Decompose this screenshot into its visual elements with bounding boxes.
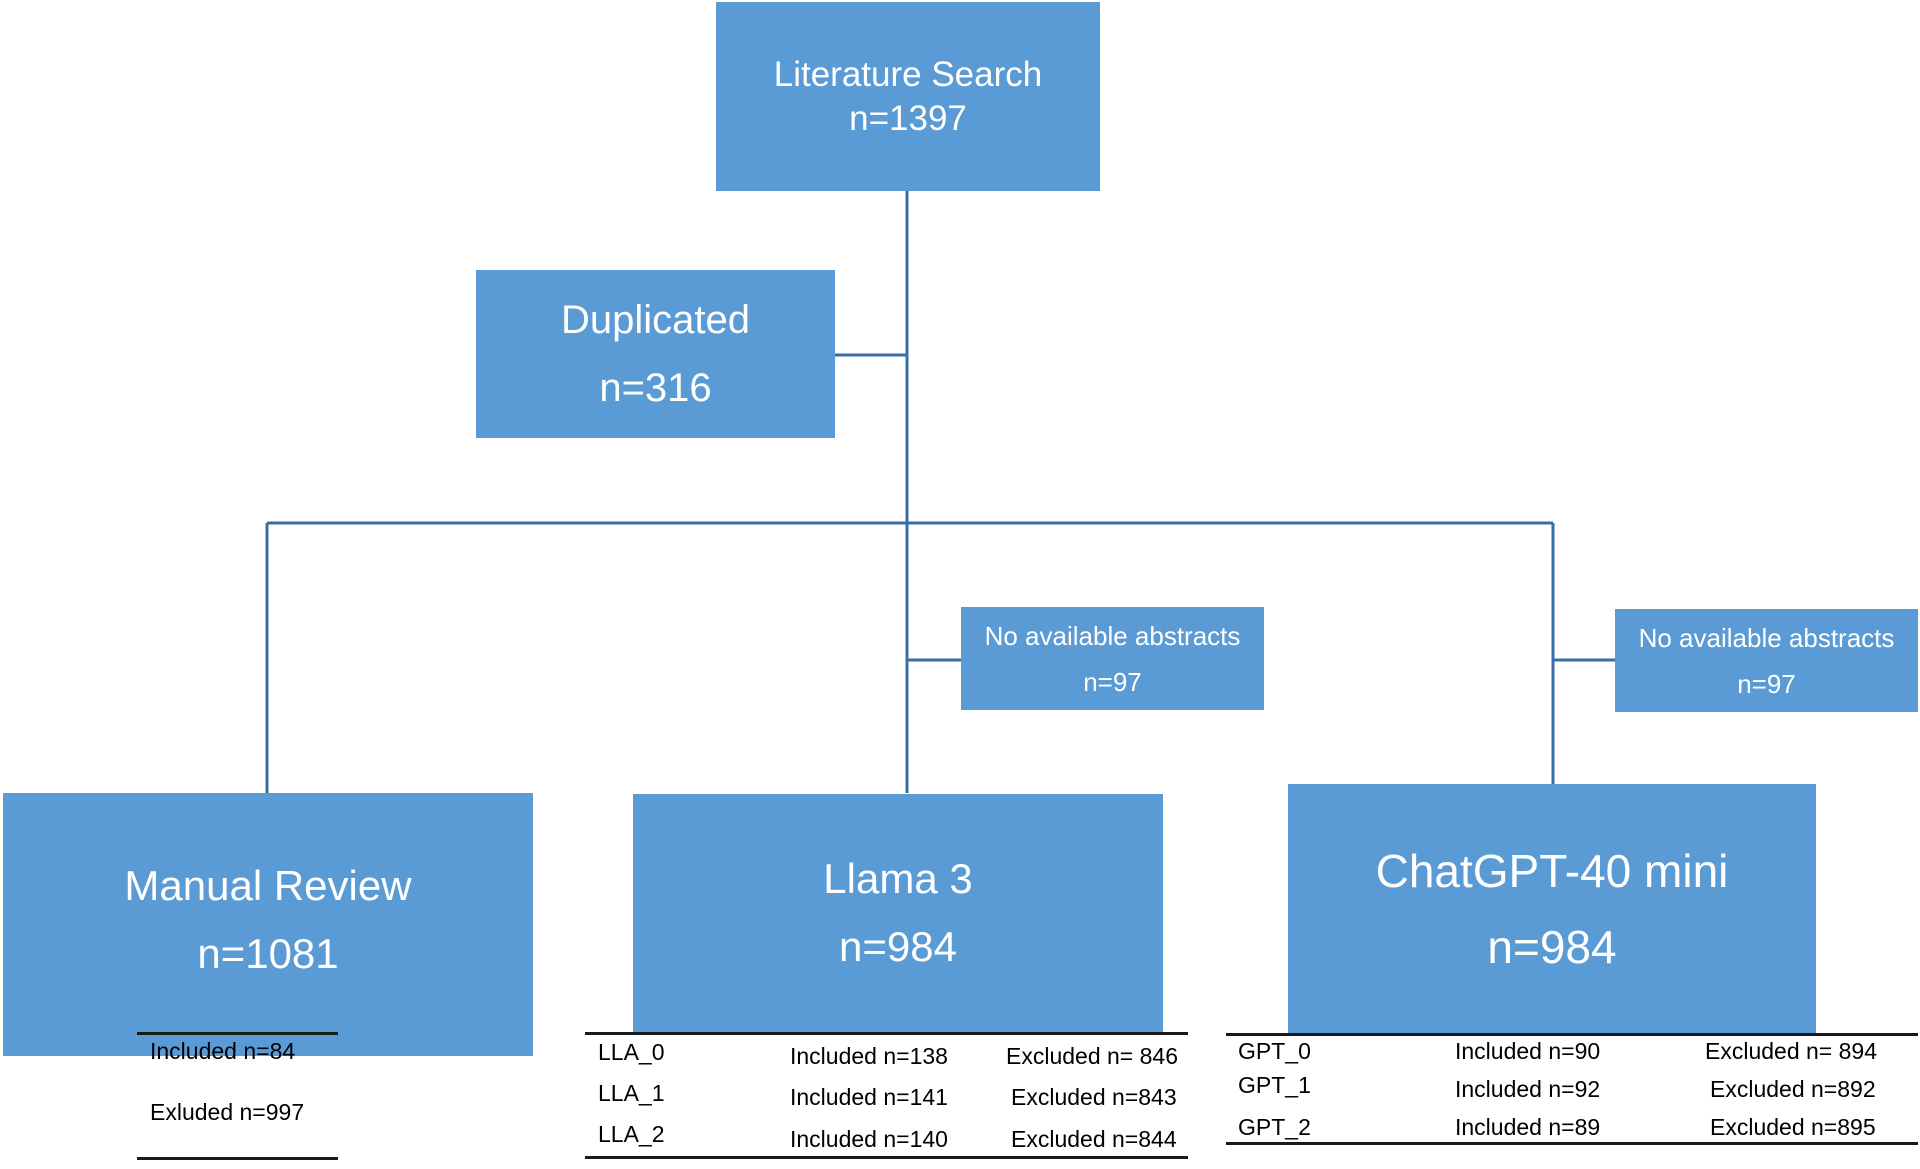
llama-row-included: Included n=141 (790, 1084, 948, 1110)
llama-no-abstracts-count: n=97 (1083, 666, 1142, 697)
manual-results-top-rule (137, 1032, 338, 1035)
chatgpt-row-label: GPT_0 (1238, 1038, 1311, 1064)
llama-row-label: LLA_2 (598, 1121, 665, 1147)
manual-results-bottom-rule (137, 1157, 338, 1160)
literature-search-count: n=1397 (849, 98, 967, 138)
duplicated-count: n=316 (599, 366, 712, 410)
llama-row-excluded: Excluded n=843 (1011, 1084, 1177, 1110)
llama-row-included: Included n=138 (790, 1043, 948, 1069)
llama-title: Llama 3 (823, 855, 973, 902)
gpt-no-abstracts-title: No available abstracts (1638, 622, 1895, 653)
literature-search-box: Literature Search n=1397 (716, 2, 1100, 191)
manual-excluded: Exluded n=997 (150, 1099, 305, 1125)
llama-count: n=984 (839, 923, 957, 970)
llama-table-top-rule (585, 1032, 1188, 1035)
manual-review-count: n=1081 (197, 929, 339, 977)
chatgpt-row-included: Included n=89 (1455, 1114, 1601, 1140)
llama-row-excluded: Excluded n= 846 (1006, 1043, 1178, 1069)
llama-no-abstracts-title: No available abstracts (984, 620, 1241, 651)
llama-row-excluded: Excluded n=844 (1011, 1126, 1177, 1152)
manual-review-box: Manual Review n=1081 (3, 793, 533, 1056)
gpt-no-abstracts-box: No available abstracts n=97 (1615, 609, 1918, 712)
chatgpt-row-included: Included n=92 (1455, 1076, 1601, 1102)
duplicated-box: Duplicated n=316 (476, 270, 835, 438)
llama-row-label: LLA_1 (598, 1080, 665, 1106)
chatgpt-table-top-rule (1226, 1033, 1918, 1036)
llama-box: Llama 3 n=984 (633, 794, 1163, 1032)
chatgpt-row-excluded: Excluded n= 894 (1705, 1038, 1877, 1064)
duplicated-title: Duplicated (560, 298, 750, 342)
gpt-no-abstracts-count: n=97 (1737, 668, 1796, 699)
llama-no-abstracts-box: No available abstracts n=97 (961, 607, 1264, 710)
chatgpt-row-label: GPT_2 (1238, 1114, 1311, 1140)
manual-included: Included n=84 (150, 1038, 296, 1064)
chatgpt-title: ChatGPT-40 mini (1375, 845, 1729, 897)
chatgpt-box: ChatGPT-40 mini n=984 (1288, 784, 1816, 1034)
llama-row-label: LLA_0 (598, 1039, 665, 1065)
chatgpt-row-excluded: Excluded n=892 (1710, 1076, 1876, 1102)
chatgpt-row-label: GPT_1 (1238, 1072, 1311, 1098)
chatgpt-count: n=984 (1487, 921, 1617, 973)
llama-table-bottom-rule (585, 1156, 1188, 1159)
chatgpt-table-bottom-rule (1226, 1142, 1918, 1145)
literature-search-title: Literature Search (773, 54, 1043, 94)
chatgpt-row-excluded: Excluded n=895 (1710, 1114, 1876, 1140)
manual-review-title: Manual Review (124, 861, 412, 909)
llama-row-included: Included n=140 (790, 1126, 948, 1152)
chatgpt-row-included: Included n=90 (1455, 1038, 1601, 1064)
